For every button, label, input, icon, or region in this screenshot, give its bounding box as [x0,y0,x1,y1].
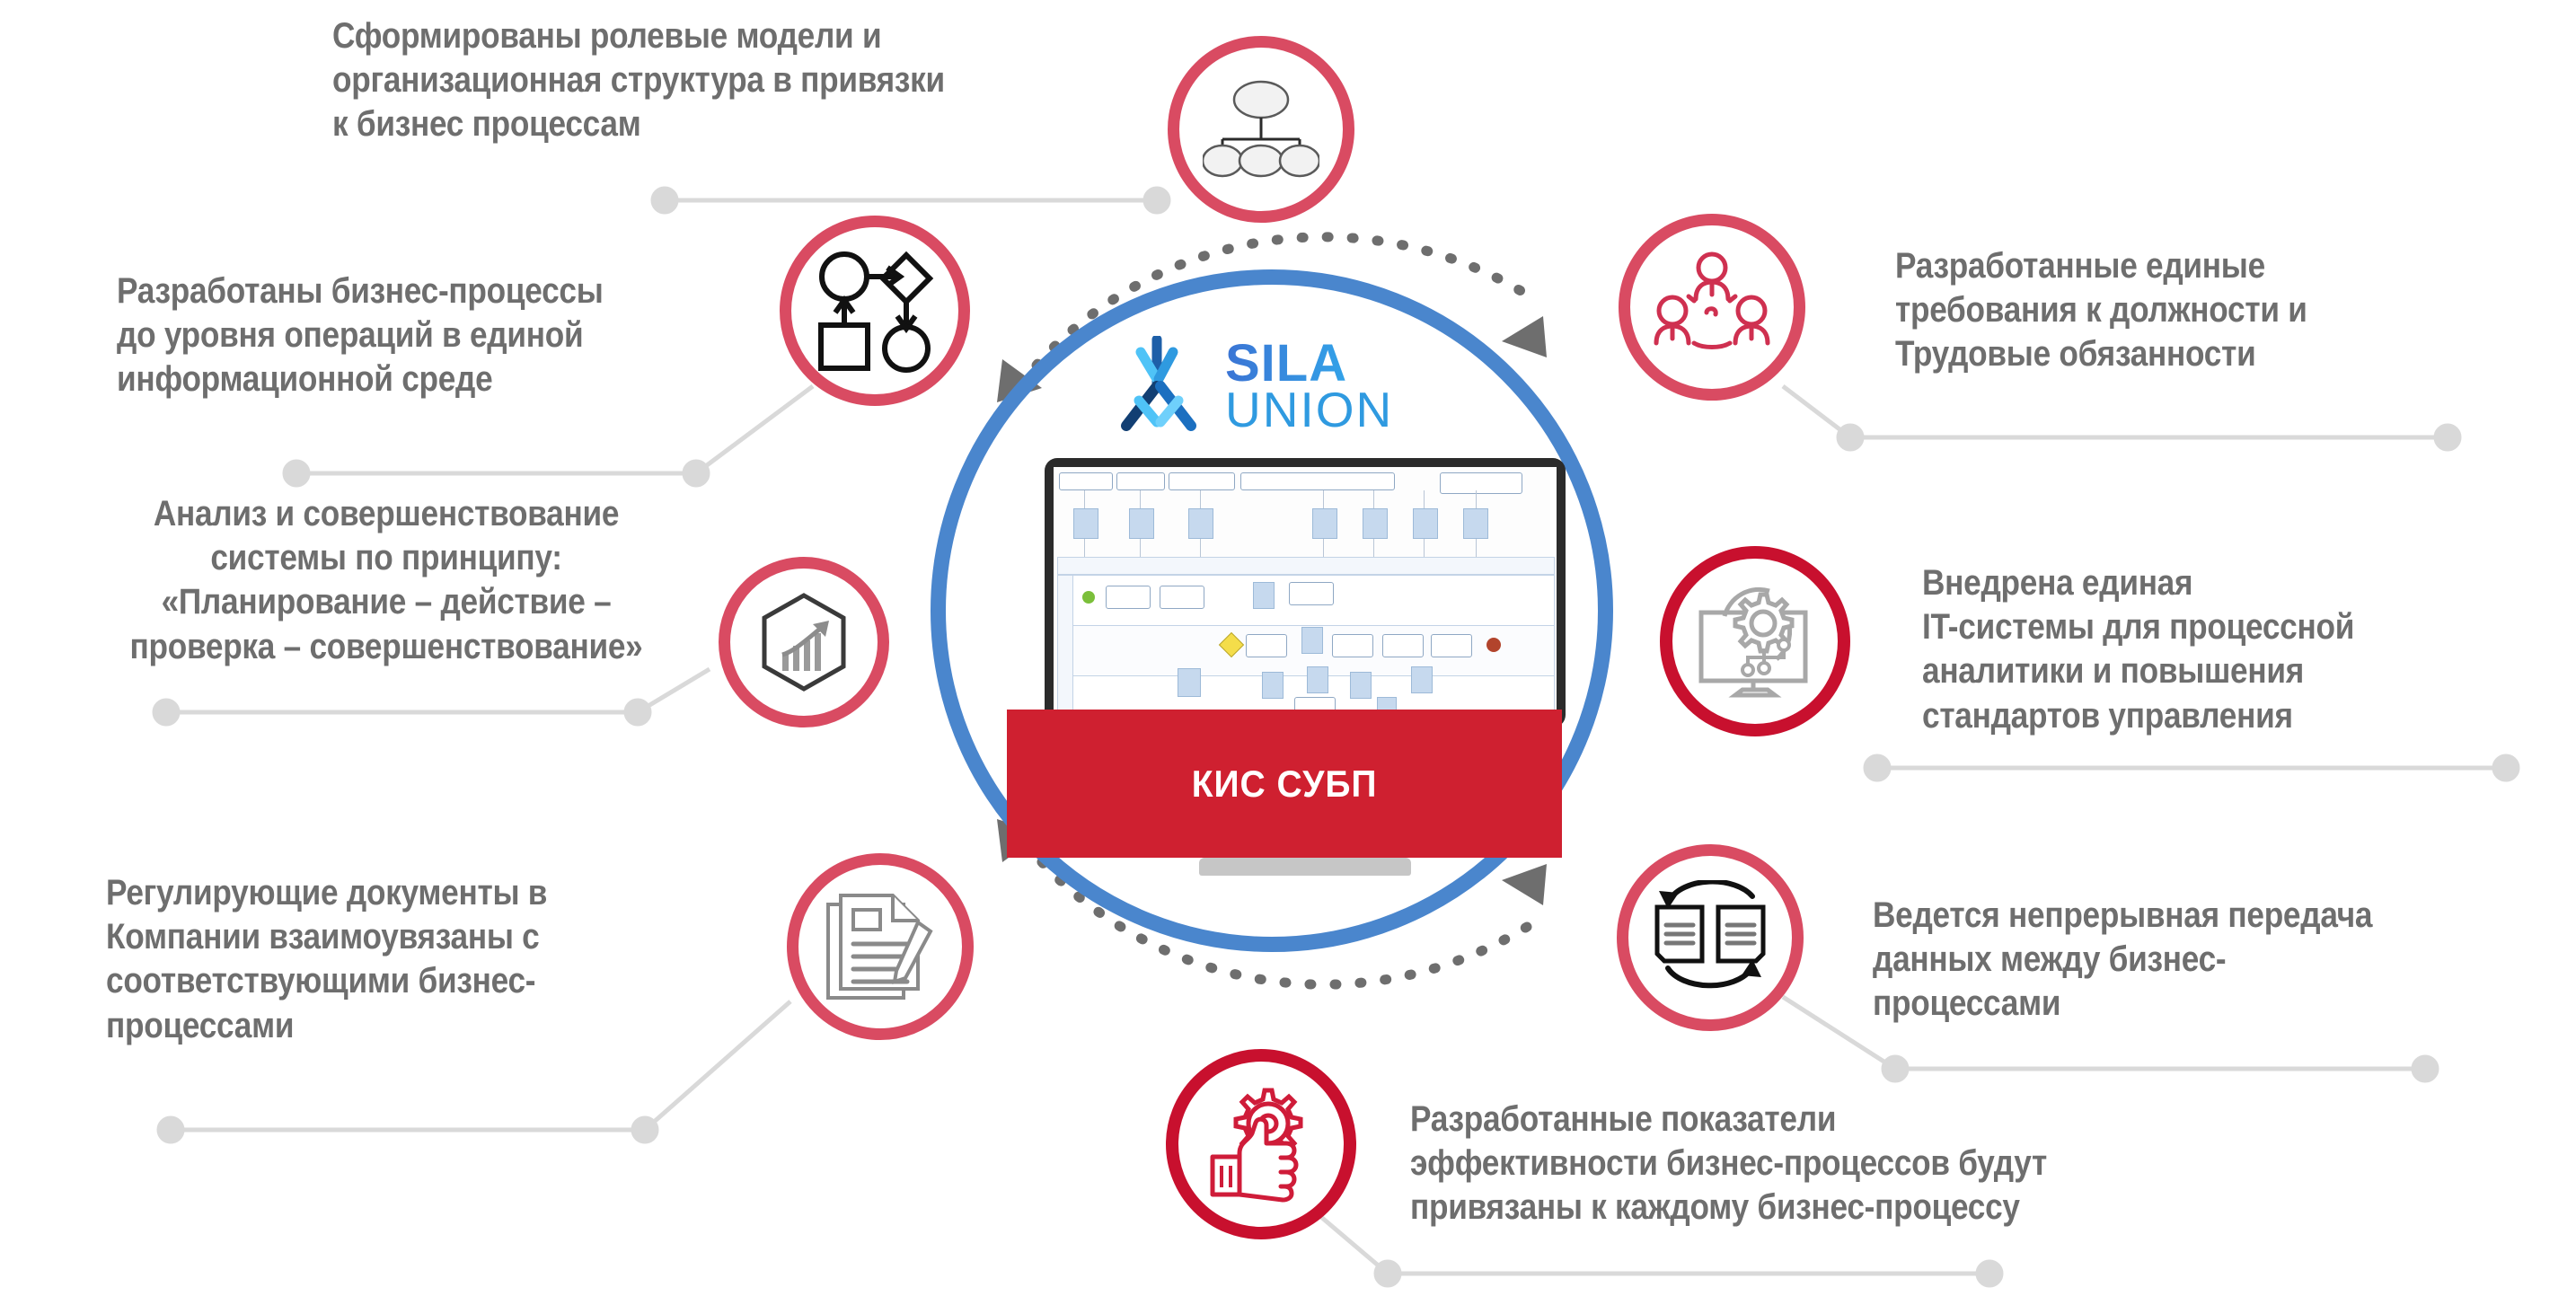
monitor-stand-base [1199,858,1411,876]
monitor-bezel [1045,458,1566,727]
arrow-head [1502,316,1547,357]
connector-dot [631,1115,659,1144]
connector-line [166,666,711,715]
connector-dot [1863,754,1892,782]
connector-dot [1373,1259,1402,1288]
connector-line [1781,384,2448,440]
bubble-continuous-data-transfer[interactable] [1617,844,1804,1031]
connector-dot [2492,754,2520,782]
callout-analysis-improvement: Анализ и совершенствование системы по пр… [129,494,643,666]
bubble-unified-requirements[interactable] [1619,214,1805,401]
connector-dot [623,698,652,727]
callout-regulating-documents: Регулирующие документы в Компании взаимо… [106,873,548,1045]
callout-unified-it-system: Внедрена единая IT-системы для процессно… [1922,563,2355,736]
growth-chart-hexagon-icon [762,593,846,692]
connector-dot [2411,1054,2439,1083]
callout-kpi-indicators: Разработанные показатели эффективности б… [1410,1099,2047,1228]
bpmn-diagram-screen [1054,467,1557,719]
bubble-regulating-documents[interactable] [787,853,974,1040]
bubble-analysis-improvement[interactable] [719,557,889,727]
sila-union-logo: SILA UNION [1105,332,1446,440]
arrow-head [1502,864,1547,905]
connector-dot [1836,423,1865,452]
logo-secondary-text: UNION [1225,382,1394,438]
callout-unified-requirements: Разработанные единые требования к должно… [1895,246,2307,375]
flowchart-icon [818,251,934,373]
callout-role-models: Сформированы ролевые модели и организаци… [332,16,945,145]
callout-business-processes: Разработаны бизнес-процессы до уровня оп… [117,271,604,400]
bubble-unified-it-system[interactable] [1660,546,1850,736]
connector-dot [1975,1259,2004,1288]
arrow-head [1742,959,1761,977]
bubble-kpi-indicators[interactable] [1166,1049,1356,1239]
bubble-business-processes[interactable] [780,216,970,406]
connector-dot [2433,423,2462,452]
connector-dot [650,186,679,215]
connector-dot [152,698,181,727]
logo-primary-text: SILA [1225,337,1393,389]
people-group-icon [1654,251,1770,349]
kis-subp-banner: КИС СУБП [1007,710,1562,858]
callout-continuous-data-transfer: Ведется непрерывная передача данных межд… [1873,895,2373,1024]
bubble-role-models[interactable] [1168,36,1354,223]
sila-logo-mark [1121,336,1196,431]
connector-dot [156,1115,185,1144]
monitor-gear-icon [1698,586,1808,698]
thumbs-up-gear-icon [1210,1088,1303,1203]
connector-dot [1142,186,1171,215]
document-pen-icon [826,894,933,1000]
kis-subp-label: КИС СУБП [1191,762,1378,805]
connector-dot [282,459,311,488]
org-chart-icon [1203,80,1319,178]
documents-exchange-icon [1654,880,1766,989]
connector-dot [1881,1054,1910,1083]
arrow-head [1659,891,1679,909]
connector-dot [682,459,710,488]
